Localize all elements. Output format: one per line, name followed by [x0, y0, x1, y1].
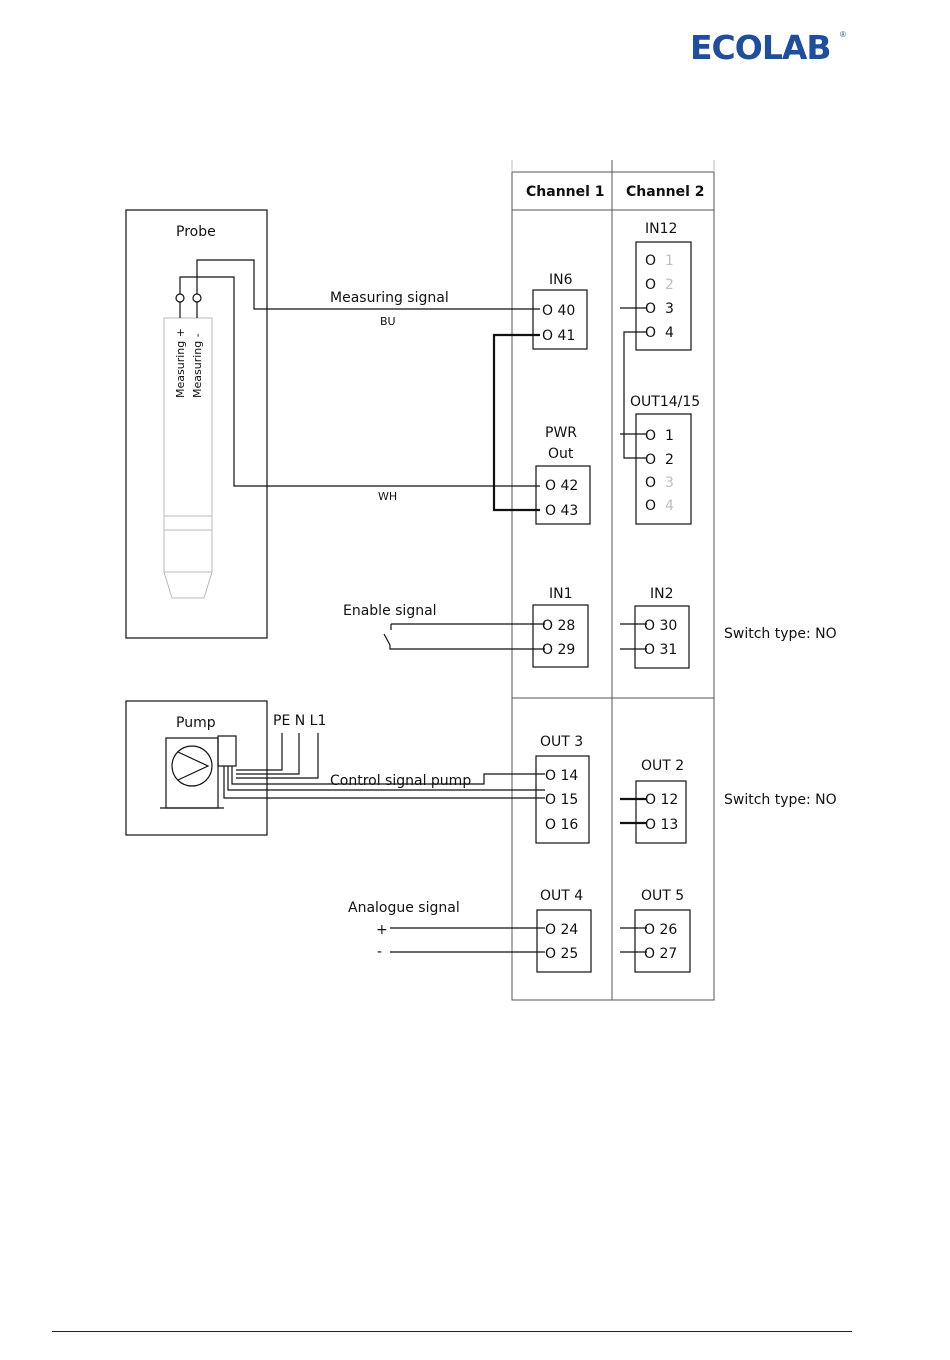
analogue-plus-label: +: [376, 922, 388, 938]
out1415-terminal: [635, 413, 692, 525]
probe-box: [125, 209, 268, 639]
in2-label: IN2: [650, 586, 674, 602]
in2-pin-30: O 30: [644, 618, 677, 634]
pwr-pin-43: O 43: [545, 503, 578, 519]
out4-terminal: [536, 909, 592, 973]
bu-label: BU: [380, 315, 396, 328]
out5-label: OUT 5: [641, 888, 684, 904]
out5-terminal: [634, 909, 691, 973]
in2-pin-31: O 31: [644, 642, 677, 658]
analogue-wires: [390, 927, 647, 953]
out2-pin-13: O 13: [645, 817, 678, 833]
in12-pin-3-o: O: [645, 301, 656, 317]
in2-switch-note: Switch type: NO: [724, 626, 837, 642]
registered-mark: ®: [840, 30, 846, 39]
out1415-pin-1-o: O: [645, 428, 656, 444]
in12-pin-2-o: O: [645, 277, 656, 293]
in1-terminal: [532, 604, 589, 668]
out4-pin-24: O 24: [545, 922, 578, 938]
pwr-out-label: Out: [548, 446, 574, 462]
probe-pin-plus-label: Measuring +: [174, 328, 187, 398]
out1415-pin-2-num: 2: [665, 452, 674, 468]
out1415-pin-1-num: 1: [665, 428, 674, 444]
pump-box: [125, 700, 268, 836]
wh-label: WH: [378, 490, 397, 503]
out1415-pin-4-o: O: [645, 498, 656, 514]
out4-label: OUT 4: [540, 888, 583, 904]
probe-title: Probe: [176, 224, 216, 240]
out3-terminal: [535, 755, 590, 844]
out1415-label: OUT14/15: [630, 394, 700, 410]
pwr-pin-42: O 42: [545, 478, 578, 494]
out4-pin-25: O 25: [545, 946, 578, 962]
enable-signal-wires: [383, 623, 647, 650]
out2-label: OUT 2: [641, 758, 684, 774]
out2-wires: [620, 797, 647, 825]
in12-pin-4-num: 4: [665, 325, 674, 341]
probe-wires: [179, 259, 540, 512]
channel-grid: [511, 160, 715, 1001]
out5-pin-26: O 26: [644, 922, 677, 938]
in12-pin-1-o: O: [645, 253, 656, 269]
channel2-wires: [620, 307, 647, 459]
enable-signal-label: Enable signal: [343, 603, 437, 619]
in12-pin-2-num: 2: [665, 277, 674, 293]
analogue-signal-label: Analogue signal: [348, 900, 460, 916]
in12-pin-3-num: 3: [665, 301, 674, 317]
in12-pin-1-num: 1: [665, 253, 674, 269]
ecolab-logo: ECOLAB ®: [690, 28, 860, 68]
channel1-header: Channel 1: [526, 184, 605, 200]
pwr-label: PWR: [545, 425, 577, 441]
out5-pin-27: O 27: [644, 946, 677, 962]
in2-terminal: [634, 605, 690, 669]
probe-pin-minus-label: Measuring -: [191, 333, 204, 398]
pwr-out-terminal: [535, 465, 591, 525]
out2-pin-12: O 12: [645, 792, 678, 808]
out1415-pin-3-num: 3: [665, 475, 674, 491]
pump-mains-label: PE N L1: [273, 713, 326, 729]
analogue-minus-label: -: [377, 944, 382, 960]
out1415-pin-4-num: 4: [665, 498, 674, 514]
out2-terminal: [635, 780, 687, 844]
out3-label: OUT 3: [540, 734, 583, 750]
pump-wires: [223, 733, 545, 799]
out2-switch-note: Switch type: NO: [724, 792, 837, 808]
out3-pin-16: O 16: [545, 817, 578, 833]
in6-label: IN6: [549, 272, 573, 288]
out1415-pin-3-o: O: [645, 475, 656, 491]
control-signal-pump-label: Control signal pump: [330, 773, 471, 789]
in1-label: IN1: [549, 586, 573, 602]
out3-pin-14: O 14: [545, 768, 578, 784]
in12-label: IN12: [645, 221, 677, 237]
in12-pin-4-o: O: [645, 325, 656, 341]
footer-rule: [52, 1331, 852, 1332]
pump-title: Pump: [176, 715, 216, 731]
in6-pin-41: O 41: [542, 328, 575, 344]
in12-terminal: [635, 241, 692, 351]
channel2-header: Channel 2: [626, 184, 705, 200]
in1-pin-28: O 28: [542, 618, 575, 634]
in6-pin-40: O 40: [542, 303, 575, 319]
out3-pin-15: O 15: [545, 792, 578, 808]
out1415-pin-2-o: O: [645, 452, 656, 468]
logo-text: ECOLAB: [690, 28, 832, 67]
measuring-signal-label: Measuring signal: [330, 290, 449, 306]
in6-terminal: [532, 289, 588, 350]
in1-pin-29: O 29: [542, 642, 575, 658]
